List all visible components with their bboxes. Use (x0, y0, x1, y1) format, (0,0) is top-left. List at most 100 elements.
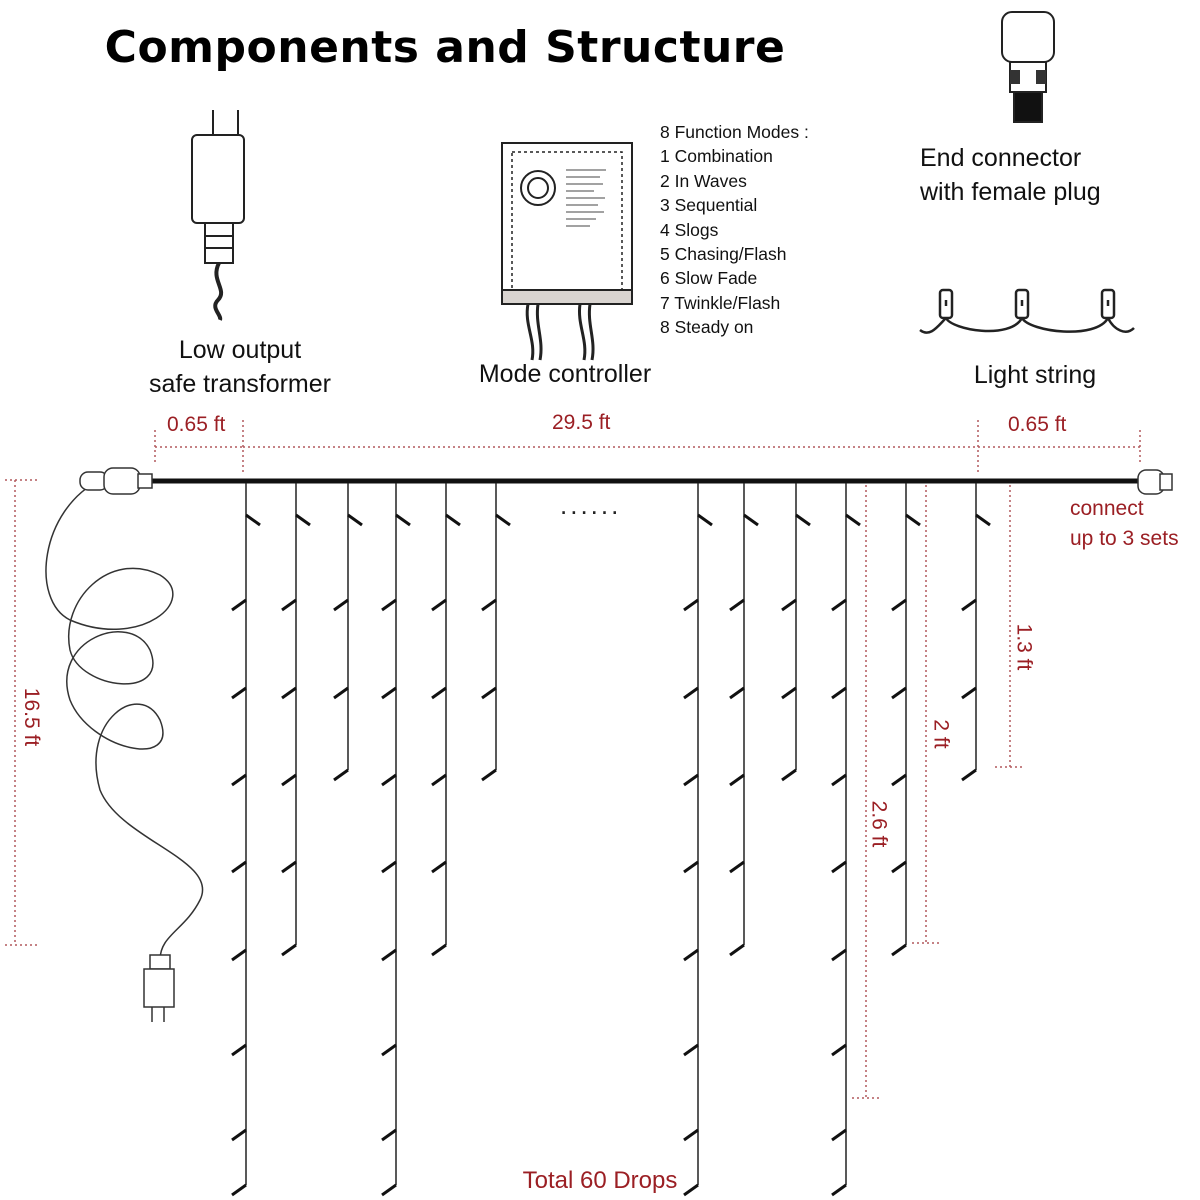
led-bulb (431, 860, 447, 874)
led-bulb (481, 598, 497, 612)
dim-lead-in: 0.65 ft (167, 413, 226, 436)
led-bulb (795, 513, 811, 527)
led-bulb (381, 1043, 397, 1057)
light-string-label: Light string (973, 361, 1097, 389)
led-bulb (891, 773, 907, 787)
end-connector-label-line1: End connector (920, 144, 1082, 172)
mode-item: 2 In Waves (660, 170, 747, 191)
led-bulb (231, 686, 247, 700)
led-bulb (845, 513, 861, 527)
end-connector-label-line2: with female plug (920, 178, 1101, 206)
led-bulb (231, 860, 247, 874)
led-bulb (381, 1128, 397, 1142)
connect-note-line1: connect (1070, 497, 1144, 520)
led-bulb (831, 1128, 847, 1142)
led-bulb (281, 860, 297, 874)
mode-item: 1 Combination (660, 146, 773, 167)
led-bulb (729, 860, 745, 874)
led-bulb (445, 513, 461, 527)
led-bulb (683, 598, 699, 612)
plug-icon (143, 954, 175, 1022)
led-bulb (781, 598, 797, 612)
led-bulb (831, 1183, 847, 1197)
led-bulb (891, 598, 907, 612)
led-bulb (381, 686, 397, 700)
connect-note-line2: up to 3 sets (1070, 527, 1179, 550)
led-bulb (683, 773, 699, 787)
led-bulb (905, 513, 921, 527)
controller-label: Mode controller (478, 360, 652, 388)
led-bulb (891, 860, 907, 874)
led-bulb (381, 773, 397, 787)
led-bulb (831, 686, 847, 700)
led-bulb (781, 686, 797, 700)
icicle-drops (231, 483, 991, 1197)
connect-note: connect up to 3 sets (1070, 494, 1179, 554)
led-bulb (961, 686, 977, 700)
dim-lead-out: 0.65 ft (1008, 413, 1067, 436)
transformer-label-line2: safe transformer (148, 370, 331, 398)
led-bulb (281, 773, 297, 787)
led-bulb (683, 1128, 699, 1142)
led-bulb (831, 860, 847, 874)
led-bulb (231, 948, 247, 962)
dimension-lines (5, 420, 1141, 1099)
led-bulb (333, 686, 349, 700)
led-bulb (231, 773, 247, 787)
mode-item: 8 Steady on (660, 317, 754, 338)
led-bulb (831, 948, 847, 962)
led-bulb (781, 768, 797, 782)
led-bulb (729, 773, 745, 787)
start-connector (79, 467, 153, 495)
led-bulb (743, 513, 759, 527)
led-bulb (381, 860, 397, 874)
end-plug (1137, 469, 1173, 495)
led-bulb (831, 773, 847, 787)
led-bulb (975, 513, 991, 527)
led-bulb (231, 598, 247, 612)
led-bulb (831, 598, 847, 612)
function-modes-list: 8 Function Modes : 1 Combination 2 In Wa… (660, 120, 809, 340)
led-bulb (431, 773, 447, 787)
led-bulb (697, 513, 713, 527)
led-bulb (395, 513, 411, 527)
dim-drop-short: 1.3 ft (1012, 623, 1036, 671)
mode-item: 4 Slogs (660, 219, 719, 240)
led-bulb (683, 1043, 699, 1057)
mode-item: 5 Chasing/Flash (660, 244, 787, 265)
led-bulb (683, 860, 699, 874)
led-bulb (891, 686, 907, 700)
led-bulb (431, 686, 447, 700)
led-bulb (333, 598, 349, 612)
led-bulb (481, 768, 497, 782)
mode-item: 7 Twinkle/Flash (660, 292, 781, 313)
led-bulb (231, 1183, 247, 1197)
led-bulb (729, 598, 745, 612)
led-bulb (961, 768, 977, 782)
led-bulb (347, 513, 363, 527)
mode-item: 6 Slow Fade (660, 268, 758, 289)
led-bulb (431, 598, 447, 612)
modes-heading: 8 Function Modes : (660, 122, 809, 142)
transformer-label-line1: Low output (178, 336, 302, 364)
led-bulb (231, 1128, 247, 1142)
led-bulb (729, 686, 745, 700)
led-bulb (683, 1183, 699, 1197)
led-bulb (333, 768, 349, 782)
led-bulb (961, 598, 977, 612)
total-drops: Total 60 Drops (522, 1167, 678, 1194)
led-bulb (381, 1183, 397, 1197)
transformer-icon (191, 110, 245, 321)
end-connector-label: End connector with female plug (920, 141, 1140, 209)
transformer-label: Low output safe transformer (120, 333, 360, 401)
end-connector-icon (1001, 11, 1055, 123)
power-cord (45, 479, 204, 961)
dim-drop-long: 2.6 ft (867, 800, 891, 848)
mode-controller-icon (501, 142, 633, 361)
led-bulb (381, 948, 397, 962)
led-bulb (683, 686, 699, 700)
led-bulb (831, 1043, 847, 1057)
led-bulb (231, 1043, 247, 1057)
mode-item: 3 Sequential (660, 195, 758, 216)
